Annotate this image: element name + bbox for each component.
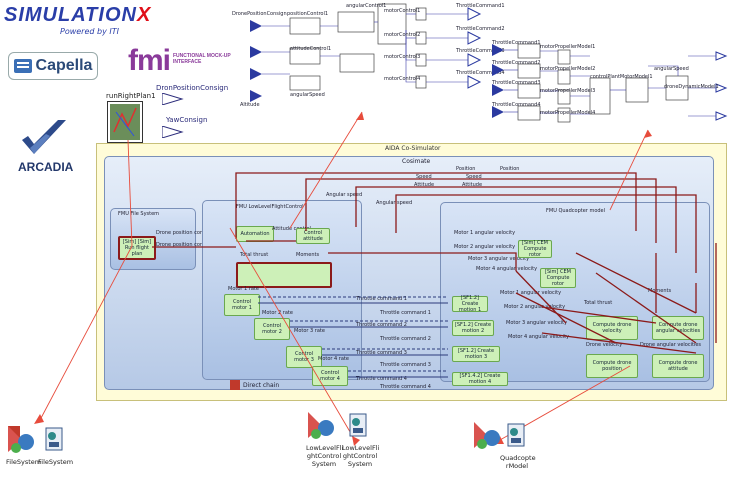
system-label-2: ghtControl [306, 452, 342, 460]
system-label-1: Quadcopte [500, 454, 534, 462]
system-label-1: LowLevelFli [306, 444, 342, 452]
system-label-2: ghtControl [342, 452, 378, 460]
system-document-icon [38, 424, 68, 454]
system-red-globe-icon [472, 420, 502, 450]
system-red-globe-icon [306, 410, 336, 440]
system-label-3: System [306, 460, 342, 468]
system-document-icon [342, 410, 372, 440]
system-label-3: System [342, 460, 378, 468]
lowlevel-system-2[interactable]: LowLevelFli ghtControl System [342, 410, 378, 468]
system-red-globe-icon [6, 424, 36, 454]
lowlevel-system-1[interactable]: LowLevelFli ghtControl System [306, 410, 342, 468]
system-label-1: LowLevelFli [342, 444, 378, 452]
system-document-icon [500, 420, 530, 450]
filesystem-system-2[interactable]: FileSystem [38, 424, 70, 466]
quadcopter-system-2[interactable]: Quadcopte rModel [500, 420, 534, 470]
system-label-2: rModel [500, 462, 534, 470]
system-label: FileSystem [38, 458, 70, 466]
system-label: FileSystem [6, 458, 38, 466]
filesystem-system-1[interactable]: FileSystem [6, 424, 38, 466]
